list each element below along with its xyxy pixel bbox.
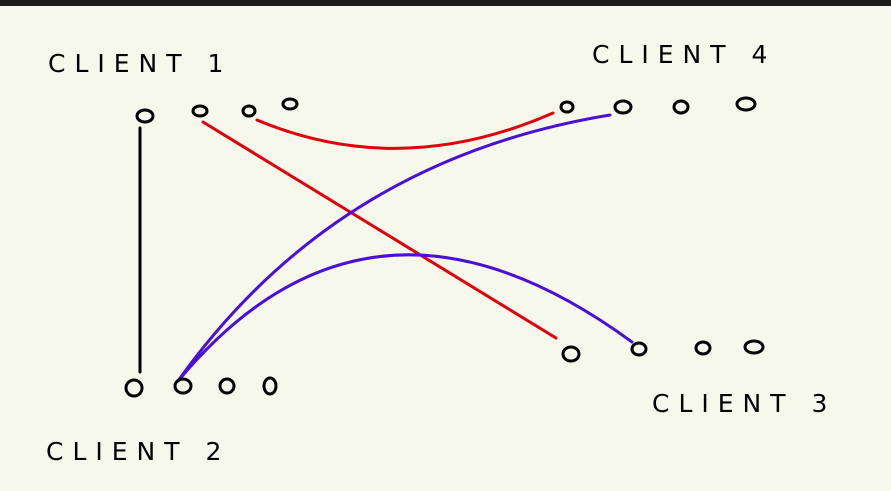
port xyxy=(630,341,648,357)
client2-label: CLIENT 2 xyxy=(46,437,230,466)
client3-ports xyxy=(561,339,765,363)
port xyxy=(218,377,236,395)
connections xyxy=(138,111,634,383)
port xyxy=(262,376,278,396)
port xyxy=(559,100,575,114)
port xyxy=(694,340,712,356)
port xyxy=(735,96,757,112)
client4-ports xyxy=(559,96,757,115)
connection-client2-client3 xyxy=(176,253,634,383)
client1-ports xyxy=(135,97,299,124)
port xyxy=(191,104,209,118)
port xyxy=(173,377,193,395)
port xyxy=(135,108,155,124)
port xyxy=(743,339,765,355)
top-bar xyxy=(0,0,891,6)
port xyxy=(281,97,299,111)
diagram-background xyxy=(0,6,891,491)
connection-client1-client3 xyxy=(201,120,558,340)
client3-label: CLIENT 3 xyxy=(652,389,836,418)
client4-label: CLIENT 4 xyxy=(592,40,776,69)
port xyxy=(672,99,690,115)
connection-client2-client4 xyxy=(176,113,612,383)
client1-label: CLIENT 1 xyxy=(48,49,232,78)
port xyxy=(613,99,633,115)
connection-client1-client4 xyxy=(255,111,555,150)
client2-ports xyxy=(124,376,278,398)
port xyxy=(124,378,144,398)
port xyxy=(561,345,581,363)
port xyxy=(241,104,257,118)
